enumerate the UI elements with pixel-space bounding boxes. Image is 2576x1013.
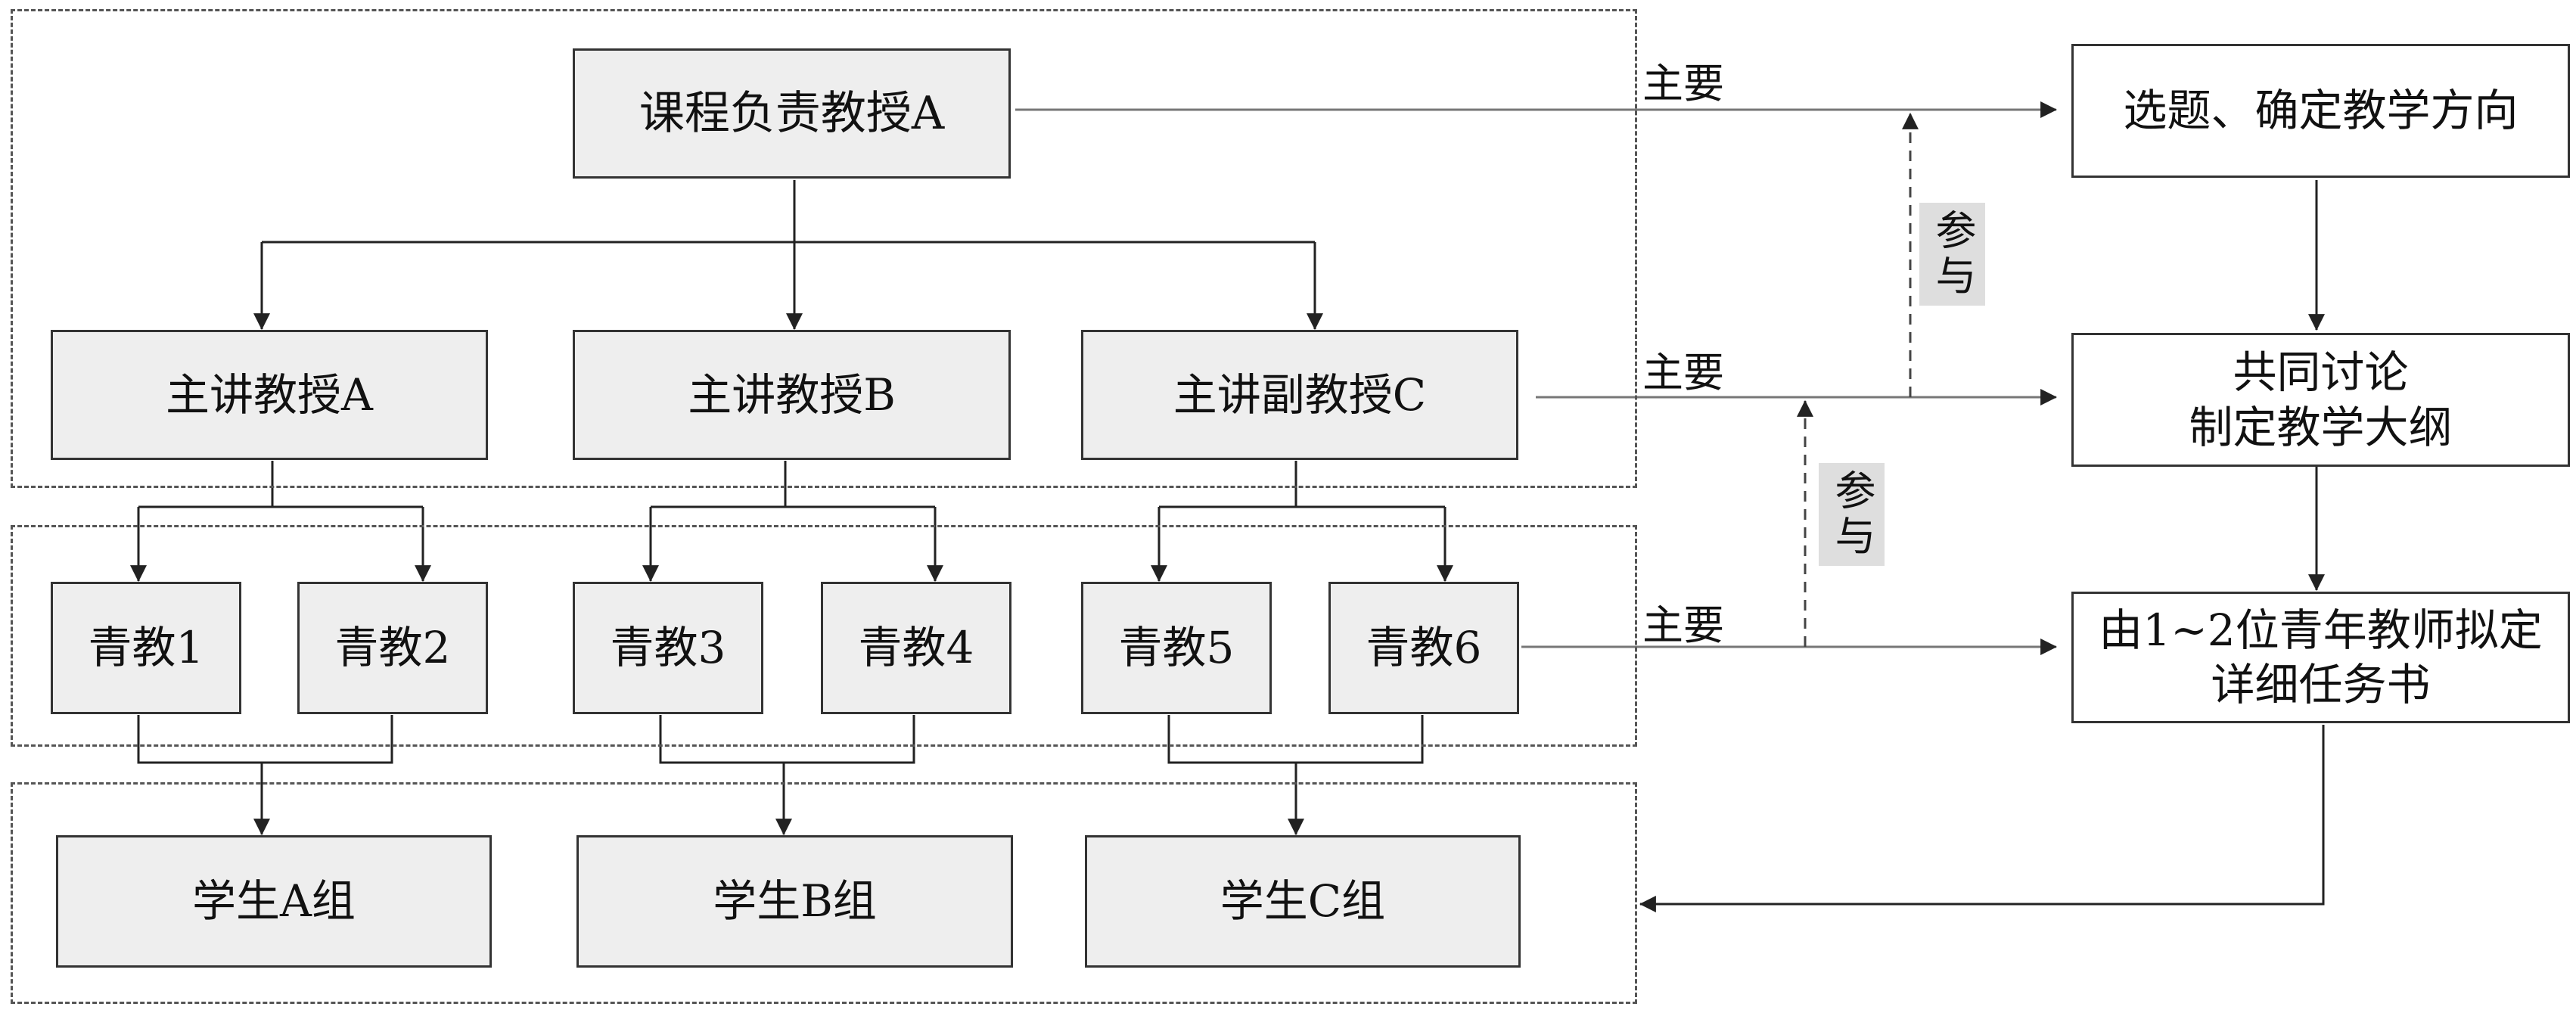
main-role-label-step3: 主要 (1642, 601, 1724, 649)
young-teacher-5-box: 青教5 (1081, 582, 1272, 714)
young-teacher-2-label: 青教2 (334, 622, 451, 674)
student-group-a-label: 学生A组 (192, 875, 356, 928)
process-step-syllabus-line2: 制定教学大纲 (2189, 401, 2453, 453)
process-step-taskbook-line1: 由1~2位青年教师拟定 (2099, 604, 2543, 656)
lecturer-professor-a-label: 主讲教授A (166, 368, 373, 421)
main-role-label-step1: 主要 (1642, 60, 1724, 107)
young-teacher-3-box: 青教3 (573, 582, 763, 714)
course-lead-professor-box: 课程负责教授A (573, 48, 1011, 179)
lecturer-professor-b-label: 主讲教授B (688, 368, 896, 421)
process-step-topic-box: 选题、确定教学方向 (2071, 44, 2570, 178)
young-teacher-6-box: 青教6 (1328, 582, 1519, 714)
lecturer-associate-professor-c-label: 主讲副教授C (1173, 368, 1427, 421)
main-role-label-step2: 主要 (1642, 349, 1724, 396)
process-step-syllabus-line1: 共同讨论 (2233, 346, 2409, 398)
students-group-frame (11, 782, 1637, 1004)
young-teachers-group-frame (11, 525, 1637, 747)
connector-young-12-join (137, 715, 393, 764)
young-teacher-4-box: 青教4 (821, 582, 1011, 714)
participate-label-lower: 参与 (1819, 463, 1885, 566)
young-teacher-2-box: 青教2 (297, 582, 488, 714)
process-step-taskbook-box: 由1~2位青年教师拟定 详细任务书 (2071, 592, 2570, 723)
connector-step3-return (1639, 725, 2325, 912)
student-group-b-label: 学生B组 (713, 875, 877, 928)
student-group-c-label: 学生C组 (1220, 875, 1386, 928)
student-group-b-box: 学生B组 (576, 835, 1013, 968)
young-teacher-3-label: 青教3 (610, 622, 726, 674)
course-lead-professor-label: 课程负责教授A (639, 86, 945, 140)
young-teacher-6-label: 青教6 (1366, 622, 1482, 674)
young-teacher-5-label: 青教5 (1118, 622, 1235, 674)
young-teacher-1-label: 青教1 (88, 622, 204, 674)
process-step-syllabus-box: 共同讨论 制定教学大纲 (2071, 333, 2570, 467)
process-step-topic-label: 选题、确定教学方向 (2123, 85, 2519, 137)
lecturer-associate-professor-c-box: 主讲副教授C (1081, 330, 1518, 460)
participate-label-upper: 参与 (1919, 203, 1985, 306)
young-teacher-4-label: 青教4 (858, 622, 974, 674)
student-group-c-box: 学生C组 (1085, 835, 1521, 968)
lecturer-professor-b-box: 主讲教授B (573, 330, 1011, 460)
student-group-a-box: 学生A组 (56, 835, 492, 968)
professors-group-frame (11, 9, 1637, 488)
lecturer-professor-a-box: 主讲教授A (51, 330, 488, 460)
young-teacher-1-box: 青教1 (51, 582, 241, 714)
connector-young-34-join (659, 715, 915, 764)
process-step-taskbook-line2: 详细任务书 (2211, 659, 2431, 710)
